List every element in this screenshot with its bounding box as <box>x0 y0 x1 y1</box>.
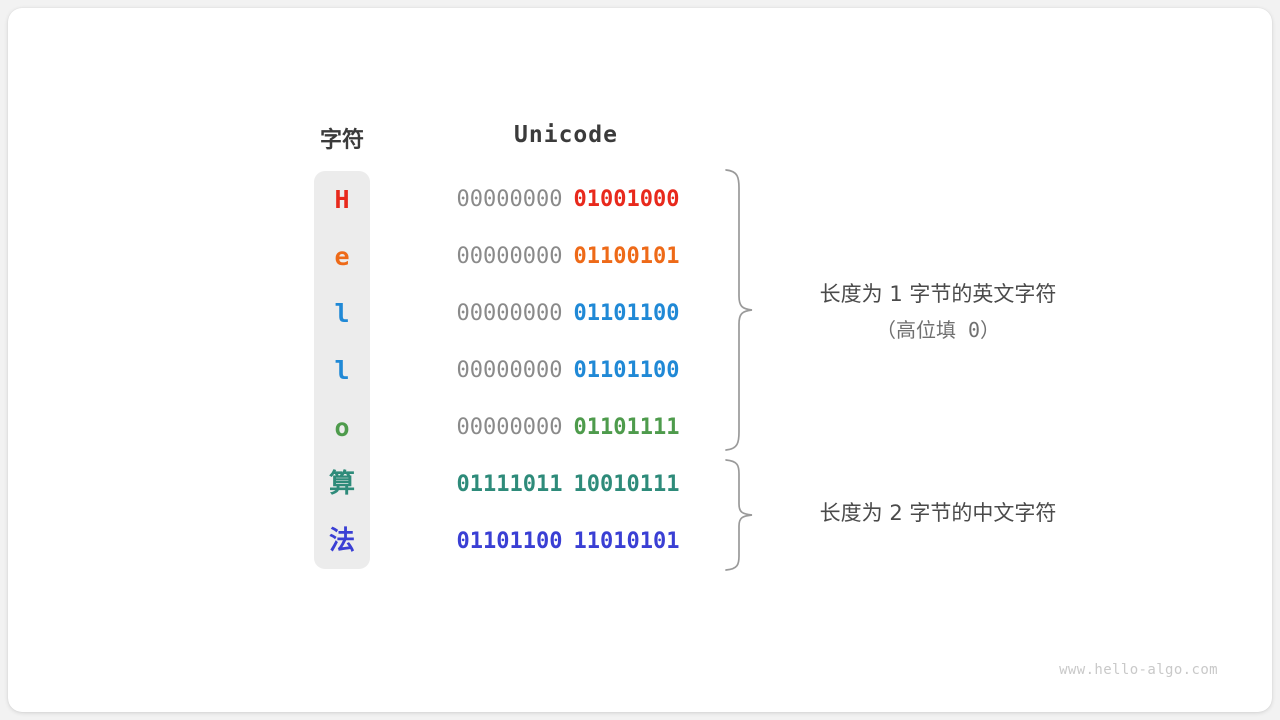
character-column-background <box>314 171 370 569</box>
binary-byte-high: 00000000 <box>456 415 563 440</box>
binary-byte-high: 00000000 <box>456 244 563 269</box>
character-cell: o <box>334 413 350 442</box>
binary-byte-low: 01101100 <box>573 358 680 383</box>
binary-row: 00000000 01100101 <box>428 228 708 285</box>
binary-byte-low: 01101100 <box>573 301 680 326</box>
binary-byte-high: 00000000 <box>456 358 563 383</box>
brace-group-chinese <box>725 459 753 571</box>
binary-byte-low: 01001000 <box>573 187 680 212</box>
binary-byte-low: 11010101 <box>573 529 680 554</box>
binary-byte-high: 00000000 <box>456 187 563 212</box>
character-cell: 算 <box>328 469 355 499</box>
annotation-english-length: 长度为 1 字节的英文字符 <box>819 282 1057 306</box>
binary-row: 01111011 10010111 <box>428 456 708 513</box>
character-cell: l <box>334 299 350 328</box>
character-cell: e <box>334 242 350 271</box>
binary-byte-high: 01101100 <box>456 529 563 554</box>
binary-row: 00000000 01001000 <box>428 171 708 228</box>
character-cell: 法 <box>328 526 355 556</box>
binary-byte-low: 01101111 <box>573 415 680 440</box>
character-cell: l <box>334 356 350 385</box>
binary-byte-high: 01111011 <box>456 472 563 497</box>
binary-byte-high: 00000000 <box>456 301 563 326</box>
binary-byte-low: 01100101 <box>573 244 680 269</box>
site-watermark: www.hello-algo.com <box>1059 662 1218 678</box>
character-cell: H <box>334 185 350 214</box>
column-header-character: 字符 <box>319 128 364 153</box>
binary-row: 00000000 01101100 <box>428 285 708 342</box>
annotation-english-padding: （高位填 0） <box>875 318 1001 342</box>
binary-row: 00000000 01101111 <box>428 399 708 456</box>
binary-row: 00000000 01101100 <box>428 342 708 399</box>
brace-group-english <box>725 169 753 451</box>
binary-byte-low: 10010111 <box>573 472 680 497</box>
annotation-chinese-length: 长度为 2 字节的中文字符 <box>819 501 1057 525</box>
binary-row: 01101100 11010101 <box>428 513 708 570</box>
column-header-unicode: Unicode <box>514 122 618 148</box>
